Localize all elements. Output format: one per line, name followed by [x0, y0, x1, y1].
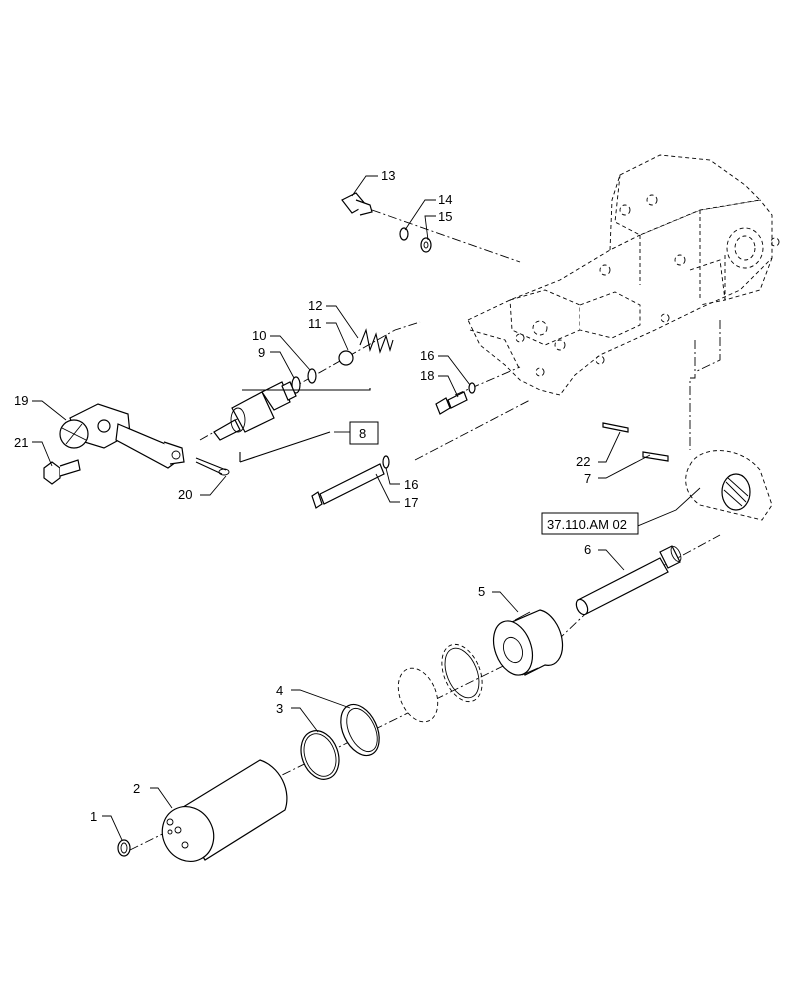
part-17-long-bolt — [311, 463, 385, 509]
label-16-upper: 16 — [420, 348, 434, 363]
leader-lines — [32, 175, 701, 841]
part-2-cylinder — [161, 759, 288, 862]
label-1: 1 — [90, 809, 97, 824]
label-8-box — [349, 421, 379, 445]
part-16-washer-upper — [468, 382, 476, 394]
label-20: 20 — [178, 487, 192, 502]
part-5-piston — [492, 609, 564, 676]
label-22: 22 — [576, 454, 590, 469]
reference-label: 37.110.AM 02 — [547, 517, 627, 532]
part-14-seal — [399, 227, 409, 241]
part-4-backup-ring — [340, 703, 380, 757]
label-3: 3 — [276, 701, 283, 716]
part-3-o-ring — [300, 730, 340, 780]
part-15-washer — [420, 237, 432, 253]
phantom-seal-disc — [397, 643, 483, 723]
label-12: 12 — [308, 298, 322, 313]
lift-housing-phantom — [467, 154, 780, 396]
part-21-bolt — [43, 459, 81, 485]
label-7: 7 — [584, 471, 591, 486]
lift-arm-reference-part — [685, 450, 773, 521]
reference-box — [541, 512, 639, 535]
part-16-washer-lower — [382, 455, 390, 469]
label-10: 10 — [252, 328, 266, 343]
part-10-ring — [307, 368, 317, 384]
part-11-ball — [338, 350, 354, 366]
part-18-short-bolt — [435, 391, 468, 415]
parts-7-22-pins — [602, 422, 669, 462]
part-19-adjuster-knob — [59, 403, 185, 469]
label-4: 4 — [276, 683, 283, 698]
label-18: 18 — [420, 368, 434, 383]
label-6: 6 — [584, 542, 591, 557]
callout-labels: 1 2 3 4 5 6 7 22 13 14 15 12 11 10 9 16 … — [14, 168, 639, 824]
part-12-spring — [359, 328, 394, 354]
label-9: 9 — [258, 345, 265, 360]
label-5: 5 — [478, 584, 485, 599]
part-13-plug — [341, 192, 373, 216]
label-15: 15 — [438, 209, 452, 224]
label-17: 17 — [404, 495, 418, 510]
part-1-o-ring — [117, 839, 131, 857]
label-8: 8 — [359, 426, 366, 441]
label-21: 21 — [14, 435, 28, 450]
label-19: 19 — [14, 393, 28, 408]
part-8-valve-assembly — [213, 381, 371, 463]
label-16-lower: 16 — [404, 477, 418, 492]
label-14: 14 — [438, 192, 452, 207]
label-11: 11 — [308, 316, 322, 331]
part-6-piston-rod — [575, 545, 682, 616]
label-2: 2 — [133, 781, 140, 796]
part-20-cotter-pin — [195, 457, 230, 476]
part-9-ring — [291, 376, 301, 394]
label-13: 13 — [381, 168, 395, 183]
